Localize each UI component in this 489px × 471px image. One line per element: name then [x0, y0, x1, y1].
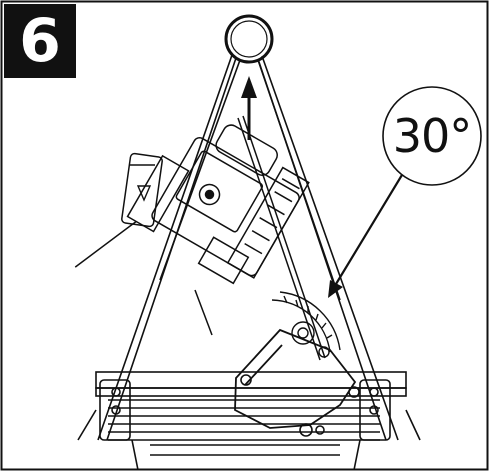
saw-table-frame	[77, 371, 421, 471]
arrow-down-left-icon	[328, 164, 409, 298]
angle-callout-label: 30°	[392, 109, 473, 163]
lifting-ring	[224, 14, 274, 64]
angle-callout-circle	[382, 86, 482, 186]
step-number-badge: 6	[4, 4, 76, 78]
motor-housing	[121, 152, 163, 228]
bevel-arm	[234, 328, 357, 429]
guard-rail	[194, 115, 326, 361]
warning-triangle-icon	[136, 185, 152, 202]
lifting-cables	[97, 54, 399, 441]
bevel-scale	[271, 291, 341, 358]
